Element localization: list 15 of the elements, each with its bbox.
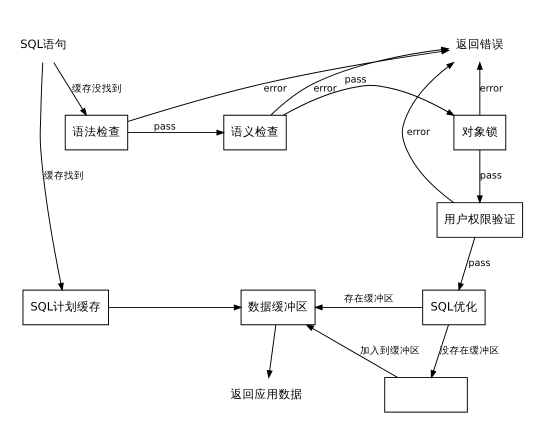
edge-label: 存在缓冲区 (344, 294, 394, 305)
edge-label: error (406, 126, 430, 138)
edge-label: pass (344, 74, 367, 86)
edge-label: pass (154, 122, 176, 133)
edge-label: 缓存找到 (44, 170, 84, 182)
edge-label: 加入到缓冲区 (360, 346, 420, 357)
edge-label: pass (468, 258, 490, 270)
edge-label: 没存在缓冲区 (440, 346, 500, 357)
node-text: 返回错误 (456, 37, 504, 52)
edge-label: error (314, 83, 337, 94)
edge-label: error (264, 83, 287, 94)
node-text: SQL语句 (20, 37, 68, 52)
edge-label: 缓存没找到 (72, 83, 122, 94)
node-text: 返回应用数据 (230, 386, 303, 401)
edge-label: pass (480, 170, 502, 182)
